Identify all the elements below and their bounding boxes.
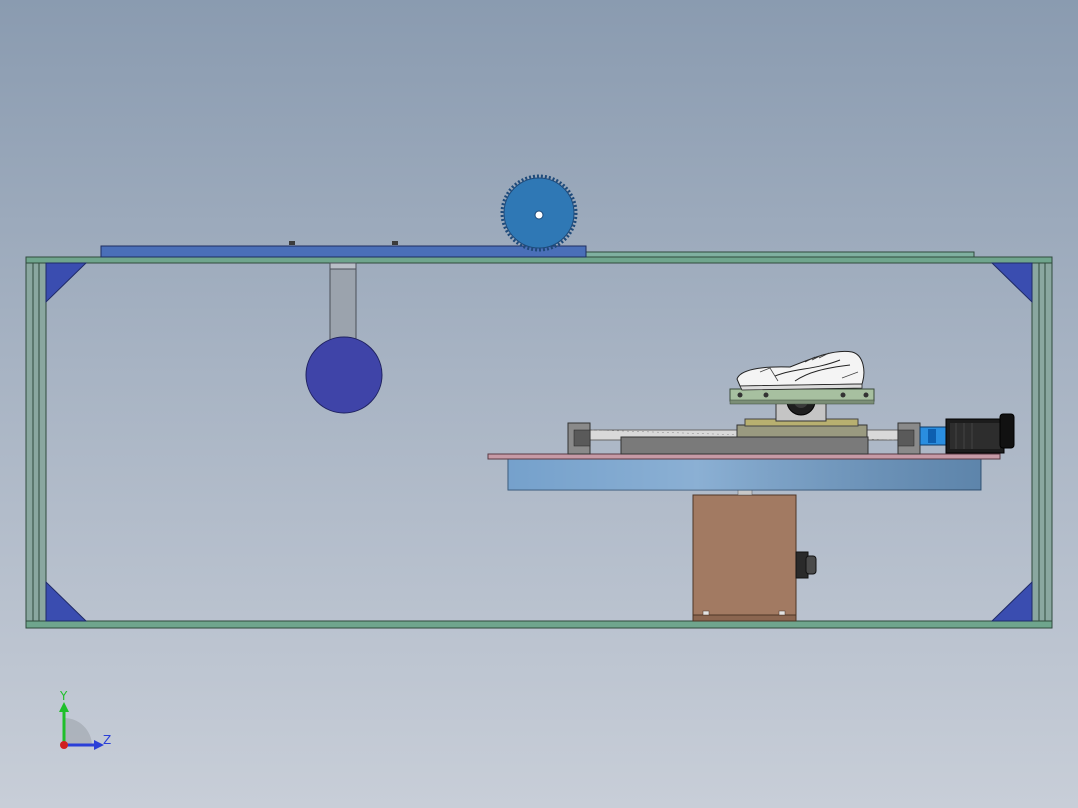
top-plate [585,251,975,258]
slide-rail [620,436,869,455]
gusset-bottom-left [45,580,88,622]
z-axis-arrow [94,740,104,750]
frame-top-rail [25,256,1053,264]
pendulum-weight [305,336,383,414]
pendulum-rod [329,262,357,342]
y-axis-label: Y [59,689,68,703]
top-drive [100,174,975,258]
gusset-top-left [45,262,88,304]
shoe-tray [729,388,875,402]
x-axis-dot [60,741,68,749]
frame-right-post [1031,262,1053,622]
turntable-assembly [487,453,1001,491]
gear-teeth [500,174,578,252]
gusset-top-right [990,262,1033,304]
frame [25,256,1053,629]
z-axis-label: Z [103,733,111,747]
base-unit [692,489,817,622]
top-platform [487,453,1001,460]
carriage-plate [736,424,868,438]
pendulum [305,262,383,414]
gusset-bottom-right [990,580,1033,622]
shoe [736,350,865,391]
base-box [692,494,797,622]
shoe-sole [736,350,865,387]
frame-bottom-rail [25,620,1053,629]
conveyor-belt [100,245,587,258]
y-axis-arrow [59,702,69,712]
axis-triad[interactable]: Y Z [59,689,111,750]
linear-slide [567,413,1015,455]
triad-arc [64,718,92,745]
frame-left-post [25,262,47,622]
gear-hub [534,210,544,220]
